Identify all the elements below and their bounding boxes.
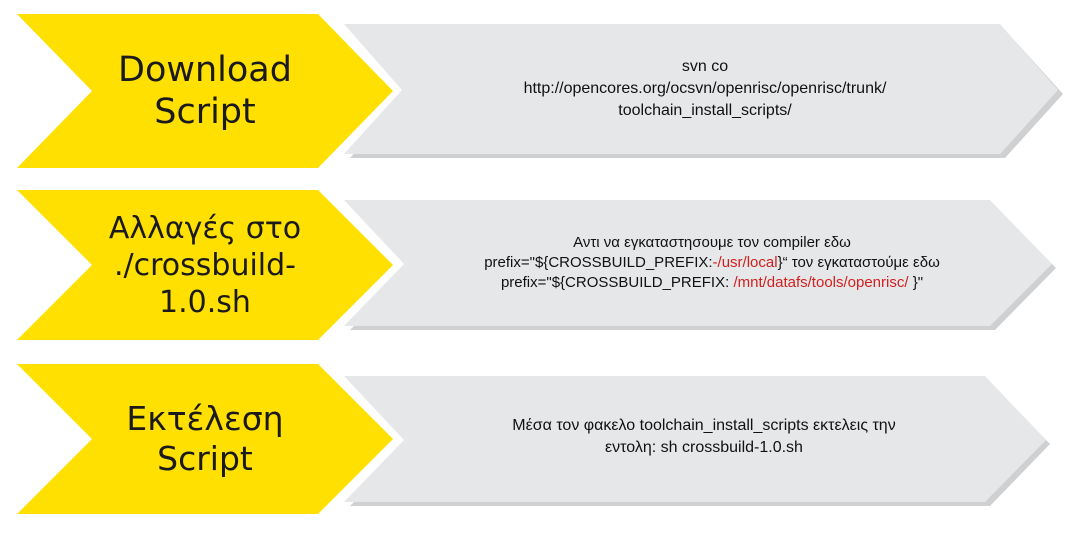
- step-2-shapes: [17, 190, 1056, 340]
- step-3-label-line-1: Εκτέλεση: [126, 399, 284, 438]
- step-3-desc-line-2: εντολη: sh crossbuild-1.0.sh: [605, 437, 803, 459]
- desc-text-segment: http://opencores.org/ocsvn/openrisc/open…: [523, 80, 887, 97]
- desc-text-segment: svn co: [681, 58, 729, 75]
- step-1-label-line-2: Script: [154, 92, 256, 132]
- step-3-label: Εκτέλεση Script: [95, 364, 315, 514]
- step-3-panel: [344, 376, 1046, 502]
- desc-text-segment: prefix="${CROSSBUILD_PREFIX:: [484, 254, 713, 271]
- step-2-desc-line-2: prefix="${CROSSBUILD_PREFIX:-/usr/local}…: [484, 253, 940, 273]
- desc-text-segment: }": [908, 274, 924, 291]
- step-1-label: Download Script: [95, 14, 315, 168]
- step-1-desc-line-3: toolchain_install_scripts/: [618, 100, 791, 122]
- step-1-description: svn co http://opencores.org/ocsvn/openri…: [410, 34, 1000, 144]
- step-2-label: Αλλαγές στο ./crossbuild- 1.0.sh: [90, 190, 320, 340]
- process-step-2: Αλλαγές στο ./crossbuild- 1.0.sh Αντι να…: [0, 186, 1065, 346]
- step-1-panel: [344, 24, 1058, 154]
- step-2-desc-line-1: Αντι να εγκαταστησουμε τον compiler εδω: [573, 233, 851, 253]
- step-1-desc-line-1: svn co: [682, 56, 728, 78]
- step-2-chevron: [0, 186, 1065, 346]
- step-3-chevron: [0, 358, 1065, 528]
- step-3-desc-line-1: Μέσα τον φακελο toolchain_install_script…: [512, 415, 895, 437]
- step-2-desc-line-3: prefix="${CROSSBUILD_PREFIX: /mnt/datafs…: [501, 273, 923, 293]
- process-step-1: Download Script svn co http://opencores.…: [0, 0, 1065, 175]
- desc-text-segment: }“ τον εγκαταστούμε εδω: [777, 254, 940, 271]
- step-1-desc-line-2: http://opencores.org/ocsvn/openrisc/open…: [524, 78, 887, 100]
- desc-text-segment: εντολη: sh crossbuild-1.0.sh: [605, 439, 803, 456]
- desc-text-segment: toolchain_install_scripts/: [618, 102, 792, 119]
- desc-highlight-segment: -/usr/local: [712, 254, 778, 271]
- step-2-label-line-1: Αλλαγές στο: [108, 210, 302, 246]
- step-2-description: Αντι να εγκαταστησουμε τον compiler εδω …: [404, 216, 1020, 310]
- step-2-label-line-3: 1.0.sh: [159, 284, 251, 320]
- step-3-chevron-shape: [17, 364, 393, 514]
- step-3-description: Μέσα τον φακελο toolchain_install_script…: [404, 392, 1004, 482]
- step-2-chevron-shape: [17, 190, 393, 340]
- process-step-3: Εκτέλεση Script Μέσα τον φακελο toolchai…: [0, 358, 1065, 528]
- step-1-label-line-1: Download: [118, 50, 292, 90]
- step-2-label-line-2: ./crossbuild-: [113, 247, 296, 283]
- desc-text-segment: Αντι να εγκαταστησουμε τον compiler εδω: [573, 234, 851, 251]
- step-2-panel: [344, 200, 1052, 326]
- desc-text-segment: prefix="${CROSSBUILD_PREFIX:: [500, 274, 734, 291]
- step-1-chevron: [0, 0, 1065, 175]
- step-1-chevron-shape: [17, 14, 393, 168]
- step-3-shapes: [17, 364, 1050, 514]
- desc-highlight-segment: /mnt/datafs/tools/openrisc/: [733, 274, 909, 291]
- step-3-label-line-2: Script: [157, 439, 253, 478]
- step-1-shapes: [17, 14, 1063, 168]
- desc-text-segment: Μέσα τον φακελο toolchain_install_script…: [512, 417, 896, 434]
